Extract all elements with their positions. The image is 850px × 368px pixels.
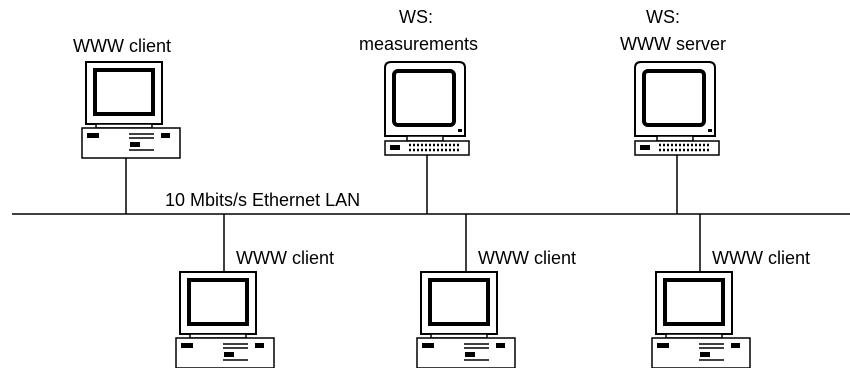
node-www-client-top: WWW client xyxy=(73,36,182,160)
node-ws-www-server: WS: WWW server xyxy=(620,7,726,157)
node-label-line-1: WS: xyxy=(399,7,433,27)
node-www-client-3: WWW client xyxy=(650,248,810,368)
workstation-icon xyxy=(383,60,471,157)
desktop-computer-icon xyxy=(415,270,517,368)
node-label-line-1: WS: xyxy=(646,7,680,27)
desktop-computer-icon xyxy=(174,270,276,368)
node-label: WWW client xyxy=(712,248,810,268)
node-ws-measurements: WS: measurements xyxy=(359,7,478,157)
workstation-icon xyxy=(633,60,721,157)
node-label: WWW client xyxy=(236,248,334,268)
desktop-computer-icon xyxy=(650,270,752,368)
node-label-line-2: measurements xyxy=(359,34,478,54)
node-www-client-1: WWW client xyxy=(174,248,334,368)
node-www-client-2: WWW client xyxy=(415,248,576,368)
node-label-line-2: WWW server xyxy=(620,34,726,54)
network-label: 10 Mbits/s Ethernet LAN xyxy=(165,190,360,210)
node-label: WWW client xyxy=(478,248,576,268)
node-label: WWW client xyxy=(73,36,171,56)
desktop-computer-icon xyxy=(80,60,182,160)
